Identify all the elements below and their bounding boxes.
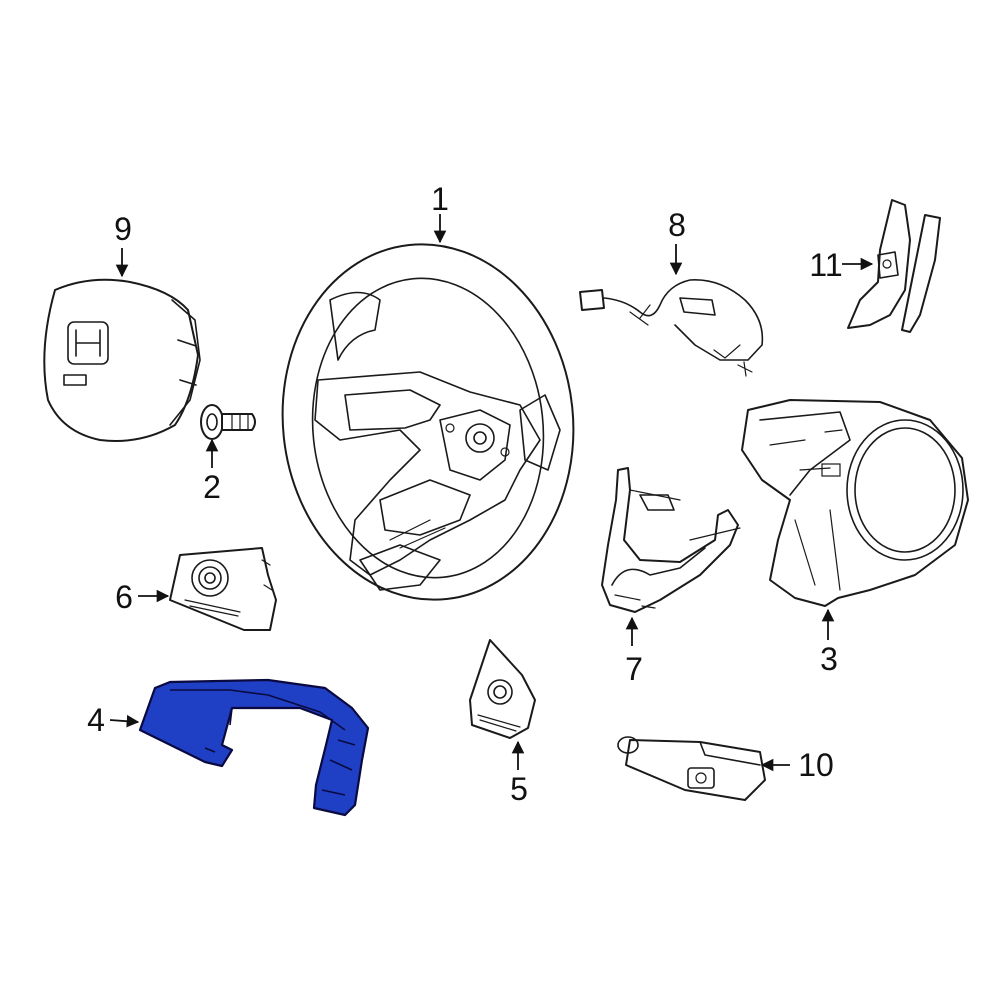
callout-2-label: 2 (203, 469, 221, 505)
callout-4-leader (109, 714, 140, 728)
callout-9-label: 9 (114, 211, 132, 247)
part-7-lower-garnish[interactable] (601, 467, 741, 613)
part-3-rear-cover[interactable] (741, 399, 969, 607)
callout-3-label: 3 (820, 641, 838, 677)
callout-4-label: 4 (87, 702, 105, 738)
part-2-bolt[interactable] (200, 404, 256, 440)
part-11-paddle[interactable] (847, 199, 941, 333)
callout-10-label: 10 (798, 747, 834, 783)
part-6-switch[interactable] (169, 547, 277, 631)
callout-5-label: 5 (510, 771, 528, 807)
part-9-airbag-module[interactable] (43, 278, 201, 442)
callout-11-label: 11 (809, 247, 842, 283)
callout-8-label: 8 (668, 207, 686, 243)
part-4-cover[interactable] (138, 678, 370, 817)
part-8-harness[interactable] (579, 279, 764, 377)
callout-6-label: 6 (115, 579, 133, 615)
part-10-module[interactable] (617, 736, 766, 801)
part-5-switch[interactable] (469, 639, 536, 739)
callout-7-label: 7 (625, 651, 643, 687)
callout-1-label: 1 (431, 181, 449, 217)
part-1-steering-wheel[interactable] (265, 230, 591, 614)
